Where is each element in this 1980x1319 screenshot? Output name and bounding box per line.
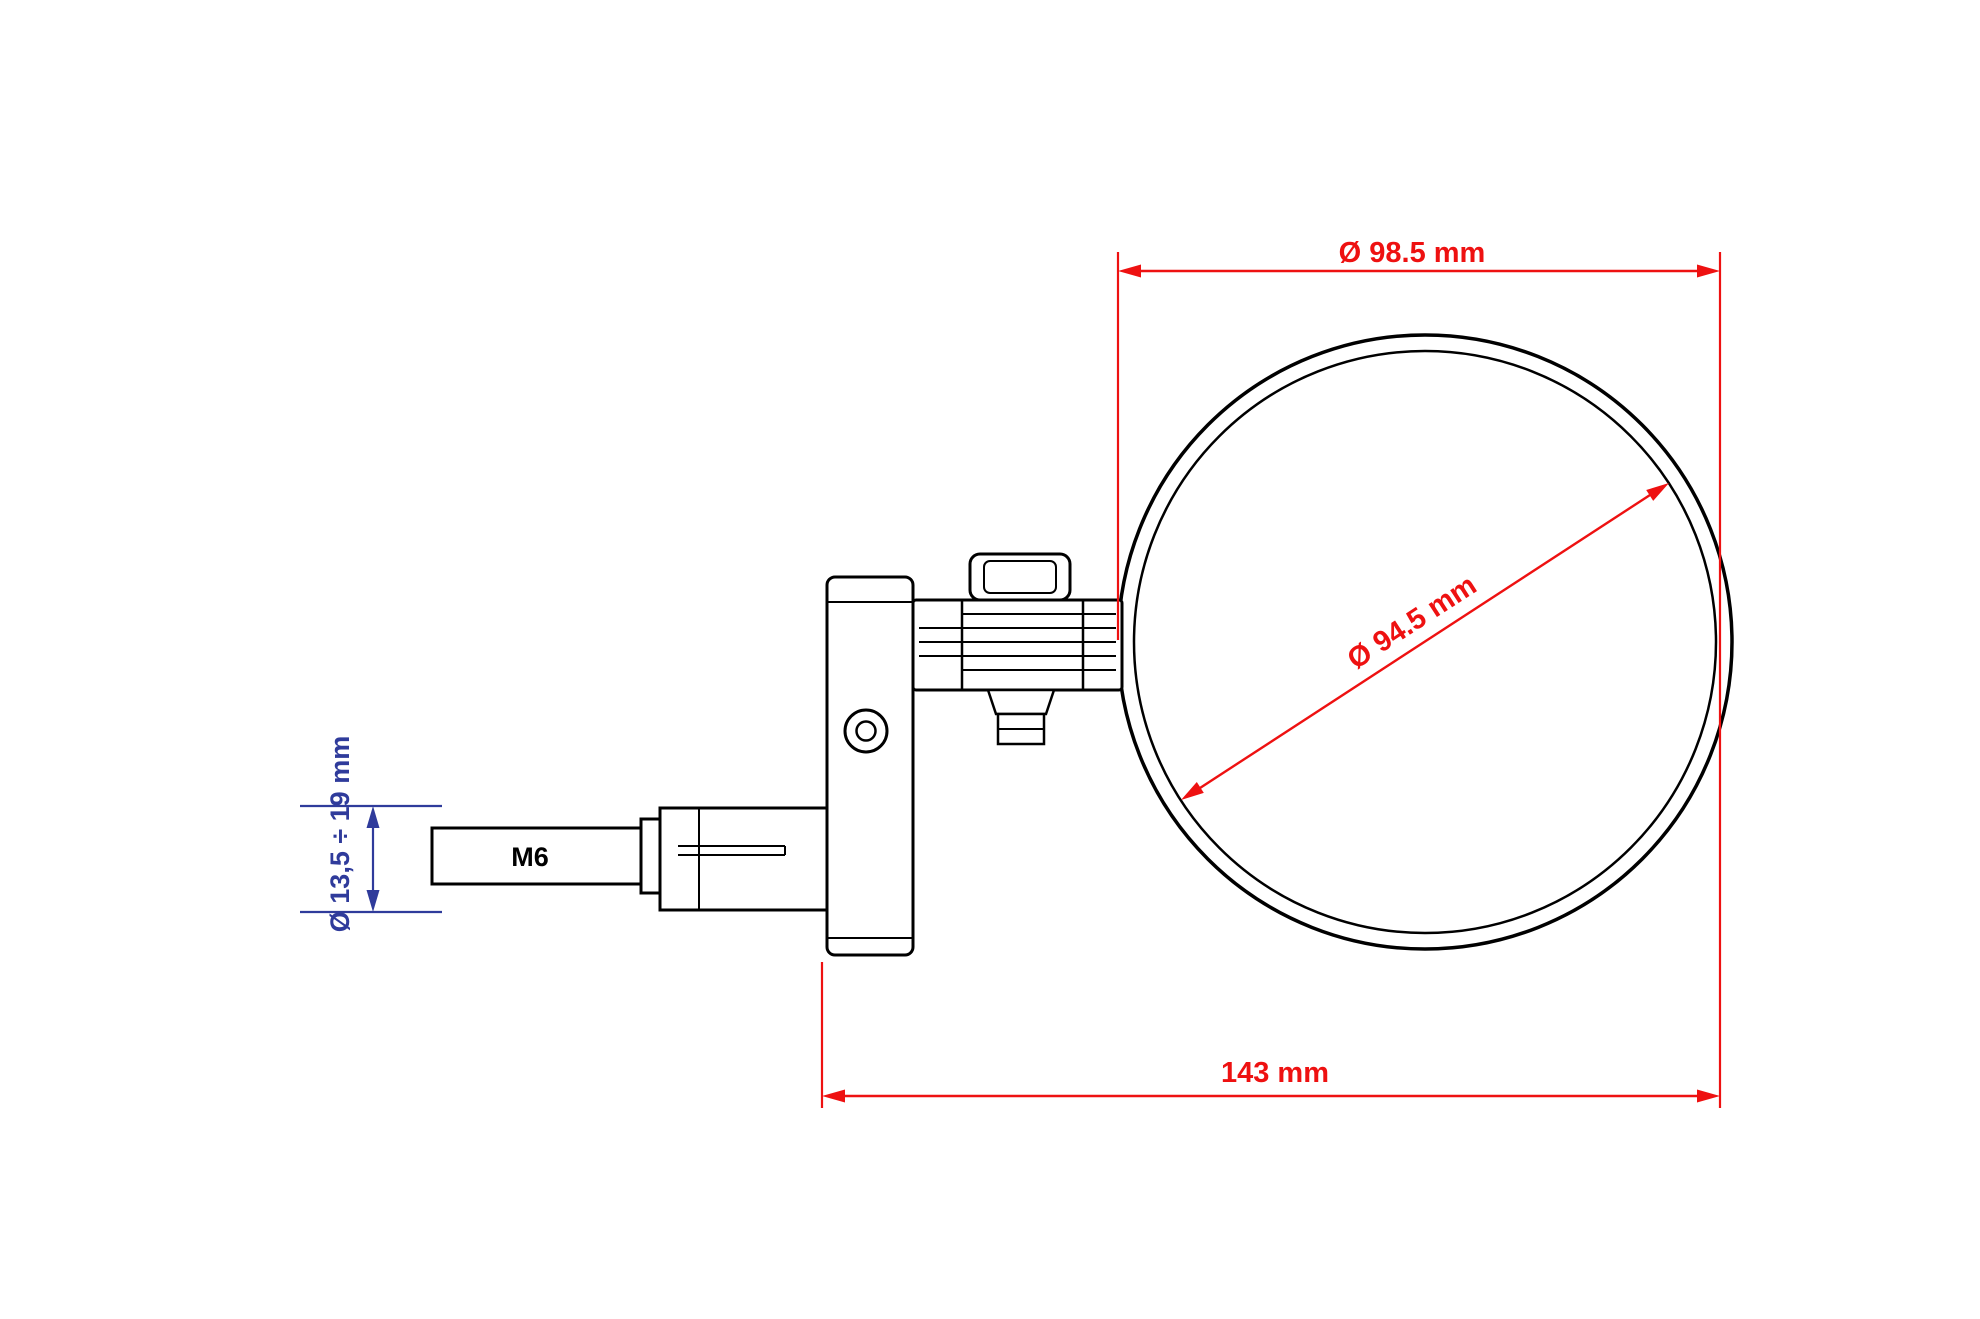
dimension-overall-length: 143 mm xyxy=(820,962,1720,1108)
pivot-screw-outer xyxy=(843,708,889,754)
clamp-bolt-head xyxy=(968,552,1072,602)
mirror-inner-ring xyxy=(1132,349,1718,935)
pivot-screw-socket xyxy=(855,720,877,742)
diagonal-arrow-upper-right xyxy=(1646,483,1669,501)
diagonal-dimension-line xyxy=(1199,493,1651,790)
clamp-bolt-inner xyxy=(983,560,1057,594)
stem-assembly xyxy=(430,806,832,912)
blue-arrow-down xyxy=(366,890,380,912)
dimension-outer-diameter: Ø 98.5 mm xyxy=(1116,237,1722,1108)
stem-range-label: Ø 13,5 ÷ 19 mm xyxy=(325,736,355,932)
stem-rod xyxy=(430,826,645,886)
clamp-neck xyxy=(986,688,1056,716)
mount-body xyxy=(825,575,915,957)
blue-arrow-up xyxy=(366,806,380,828)
overall-length-label: 143 mm xyxy=(1221,1057,1329,1089)
mount-body-outline xyxy=(825,575,915,957)
stem-flange xyxy=(639,817,663,895)
thread-label: M6 xyxy=(511,842,549,872)
bottom-arrow-right xyxy=(1697,1089,1720,1103)
top-arrow-right xyxy=(1697,264,1720,278)
dimension-stem-range: Ø 13,5 ÷ 19 mm xyxy=(300,736,442,932)
expander-sleeve xyxy=(658,806,832,912)
hinge-clamp xyxy=(911,552,1124,746)
outer-diameter-label: Ø 98.5 mm xyxy=(1339,237,1486,269)
top-arrow-left xyxy=(1118,264,1141,278)
bottom-arrow-left xyxy=(822,1089,845,1103)
diagonal-arrow-lower-left xyxy=(1181,782,1204,800)
